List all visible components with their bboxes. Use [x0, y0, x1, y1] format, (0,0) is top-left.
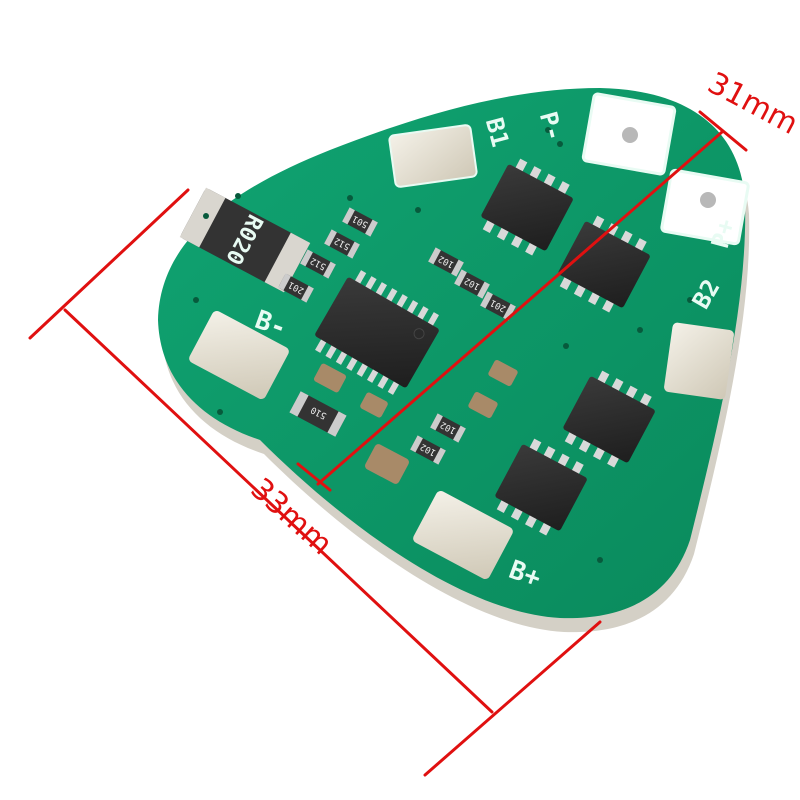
- mosfet-1: [481, 158, 573, 256]
- length-dimension-line: [63, 308, 494, 714]
- vias: [193, 127, 693, 563]
- length-extension-top: [28, 188, 190, 340]
- dimension-lines: [28, 110, 748, 777]
- smd-capacitors: [314, 360, 518, 484]
- pad-p-plus: [660, 168, 750, 246]
- smd-resistors: 501 512 512 201 102 102 201 510 102 102: [278, 207, 516, 465]
- controller-ic: [315, 270, 439, 395]
- pad-b-minus: [189, 310, 289, 400]
- pad-b1: [388, 124, 478, 188]
- width-dimension-line: [316, 130, 724, 486]
- pad-b2: [664, 322, 734, 400]
- pad-p-minus: [581, 92, 677, 176]
- mosfet-3: [563, 370, 655, 468]
- length-extension-bottom: [423, 620, 602, 777]
- pad-b-plus: [413, 490, 513, 580]
- width-tick-top: [698, 110, 748, 152]
- mosfet-4: [495, 438, 587, 536]
- width-tick-bottom: [296, 462, 332, 492]
- shunt-resistor: R020: [179, 187, 311, 293]
